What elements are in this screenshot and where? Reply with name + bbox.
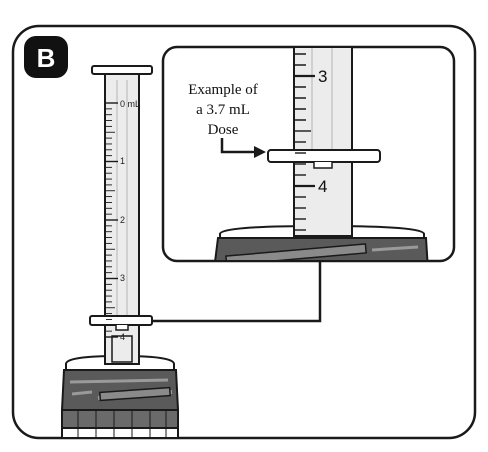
panel-badge: B [24, 36, 68, 78]
zoom-plunger-stopper [267, 149, 381, 163]
callout-arrow-line [220, 138, 256, 154]
oral-syringe-icon: 0 mL 1 2 3 4 [89, 65, 153, 365]
zoom-connector-line [152, 258, 322, 323]
zoom-scale-ticks [295, 53, 315, 231]
syringe-scale-label-4: 4 [120, 332, 125, 342]
callout-line-1: Example of [188, 82, 258, 98]
callout-line-3: Dose [208, 122, 239, 138]
syringe-scale-ticks [106, 102, 118, 338]
zoom-inset: 3 4 [161, 45, 456, 263]
plunger-stopper [89, 315, 153, 326]
bottle-adapter-icon [60, 354, 180, 439]
callout-line-2: a 3.7 mL [196, 102, 250, 118]
syringe-scale-label-3: 3 [120, 273, 125, 283]
arrow-right-icon [254, 146, 266, 158]
syringe-scale-label-0: 0 mL [120, 99, 140, 109]
dose-callout: Example of a 3.7 mL Dose [188, 82, 266, 158]
zoom-scale-label-4: 4 [318, 177, 327, 196]
syringe-scale-label-2: 2 [120, 215, 125, 225]
zoom-scale-label-3: 3 [318, 67, 327, 86]
panel-letter: B [37, 43, 56, 73]
syringe-scale-label-1: 1 [120, 156, 125, 166]
